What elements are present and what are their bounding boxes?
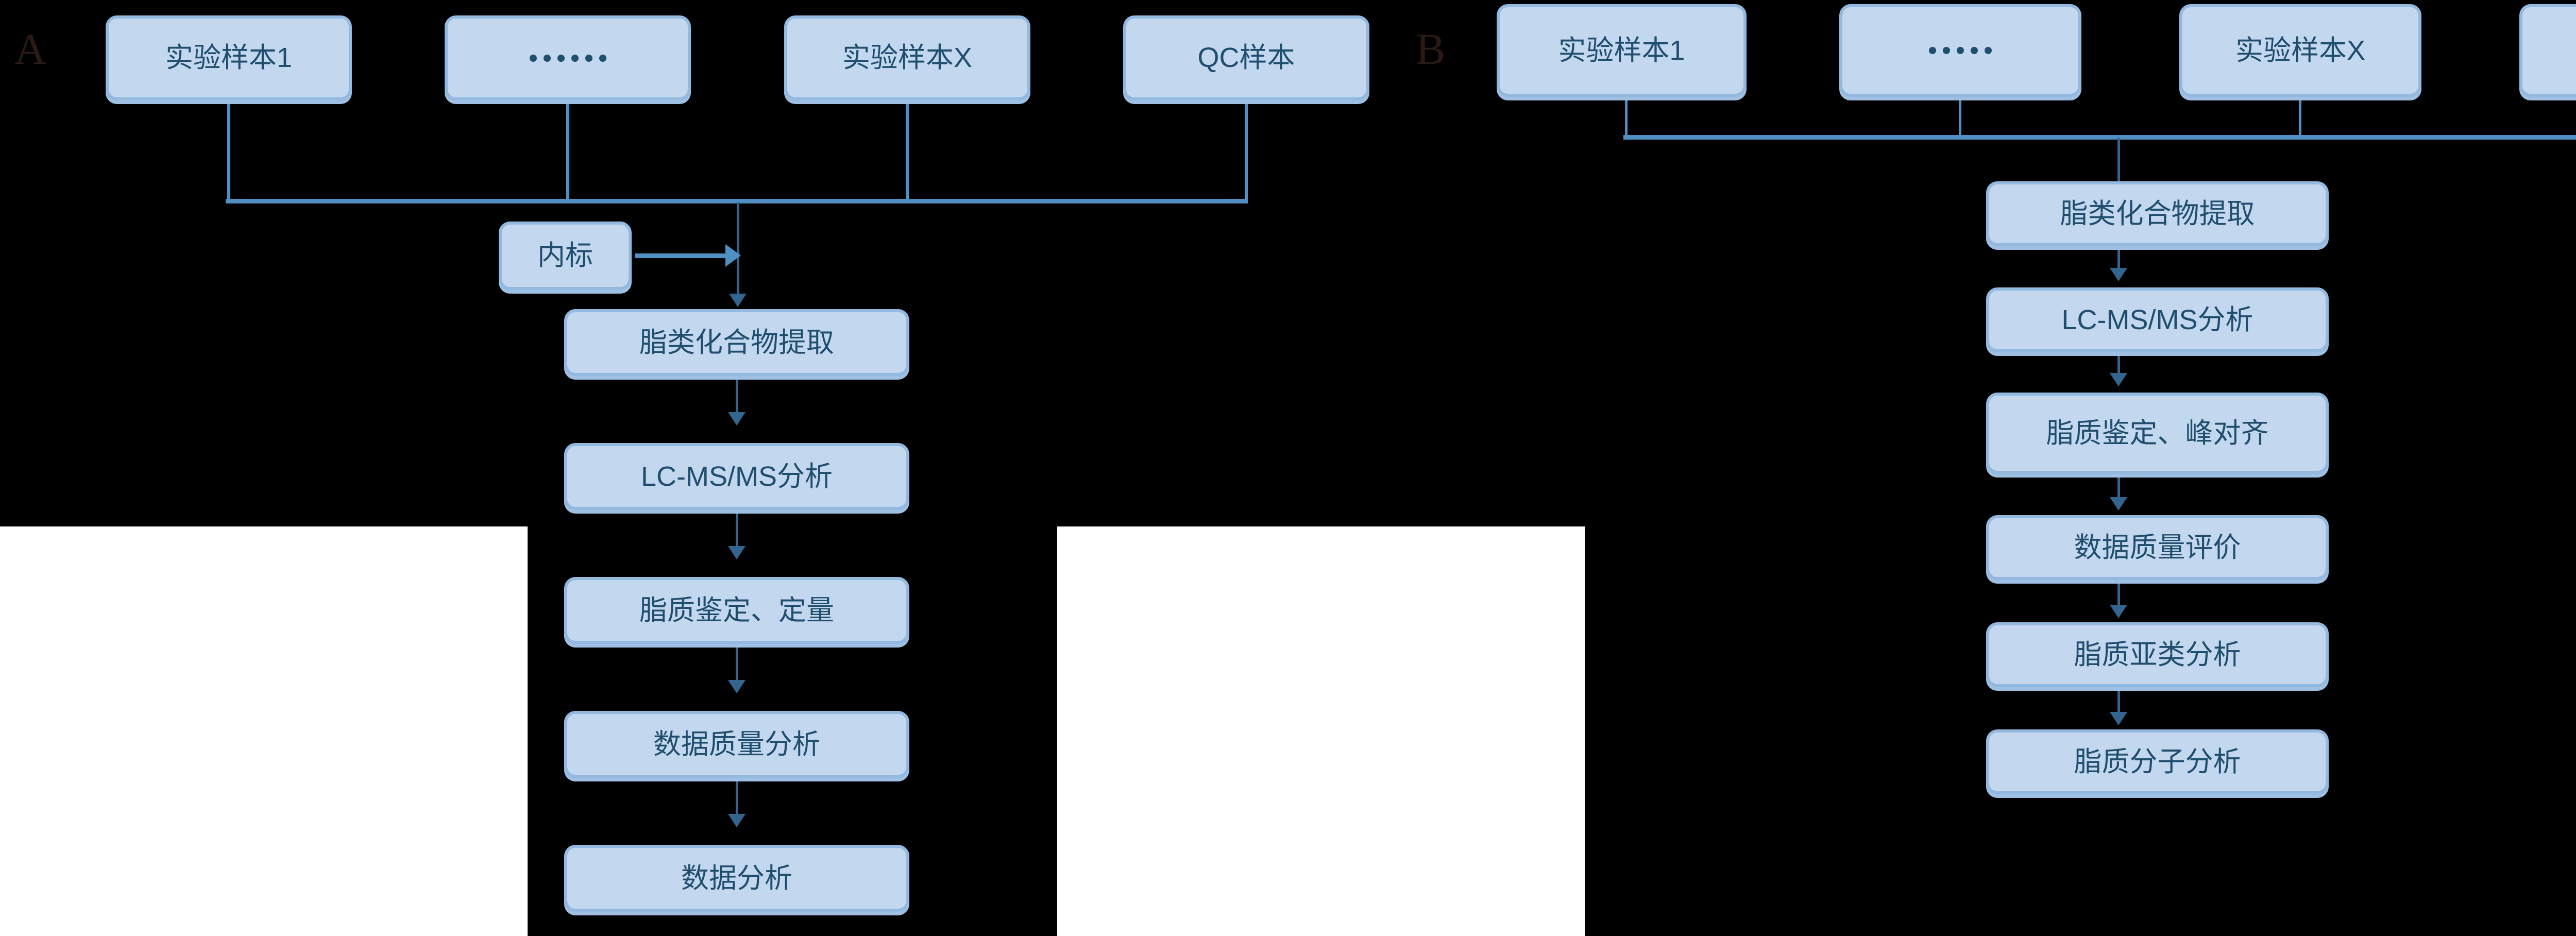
panel-a-sample-box-2[interactable] xyxy=(445,15,691,100)
panel-a-step-box-1[interactable]: 脂类化合物提取 xyxy=(564,309,909,376)
ellipsis-icon xyxy=(453,54,683,62)
panel-b-step-box-2[interactable]: LC-MS/MS分析 xyxy=(1986,287,2329,352)
panel-b-arrow-step-4-5 xyxy=(2110,605,2127,618)
panel-a-connector-drop-2 xyxy=(566,100,569,201)
panel-b-sample-box-3[interactable]: 实验样本X xyxy=(2179,4,2421,97)
ellipsis-icon xyxy=(1848,47,2073,54)
panel-b-arrow-step-1-2 xyxy=(2110,268,2127,281)
panel-a-sample-label-1: 实验样本1 xyxy=(165,42,293,74)
panel-b-connector-step-2-3 xyxy=(2117,356,2120,377)
panel-b-arrow-step-5-6 xyxy=(2110,712,2127,725)
panel-b-arrow-step-2-3 xyxy=(2110,373,2127,386)
panel-a-step-label-3: 脂质鉴定、定量 xyxy=(639,594,834,626)
panel-b-connector-step-3-4 xyxy=(2117,478,2120,501)
panel-b-sample-box-4[interactable]: QC样本 xyxy=(2519,4,2576,97)
panel-b-step-label-1: 脂类化合物提取 xyxy=(2060,198,2255,229)
panel-b-step-label-4: 数据质量评价 xyxy=(2074,532,2241,563)
background-patch-left xyxy=(0,526,528,936)
panel-b-sample-box-1[interactable]: 实验样本1 xyxy=(1497,4,1747,97)
panel-a-internal-standard-box[interactable]: 内标 xyxy=(499,222,632,290)
panel-b-step-box-3[interactable]: 脂质鉴定、峰对齐 xyxy=(1986,393,2329,474)
panel-a-step-box-2[interactable]: LC-MS/MS分析 xyxy=(564,443,909,510)
panel-b-connector-step-5-6 xyxy=(2117,691,2120,716)
panel-b-connector-step-4-5 xyxy=(2117,584,2120,608)
panel-a-arrow-internal-standard xyxy=(725,244,741,267)
panel-a-connector-step-2-3 xyxy=(736,514,738,550)
panel-a-sample-box-1[interactable]: 实验样本1 xyxy=(106,15,352,100)
panel-a-sample-box-4[interactable]: QC样本 xyxy=(1123,15,1369,100)
panel-b-arrow-step-3-4 xyxy=(2110,497,2127,510)
panel-b-sample-label-3: 实验样本X xyxy=(2235,35,2366,66)
panel-b-step-label-2: LC-MS/MS分析 xyxy=(2061,304,2253,335)
panel-b-sample-box-2[interactable] xyxy=(1839,4,2081,97)
panel-b-connector-bus-down xyxy=(2117,138,2120,183)
panel-a-connector-drop-4 xyxy=(1245,100,1248,201)
panel-b-step-box-6[interactable]: 脂质分子分析 xyxy=(1986,729,2329,794)
panel-letter-b: B xyxy=(1416,24,1446,74)
panel-b-connector-step-1-2 xyxy=(2117,250,2120,271)
panel-b-connector-drop-1 xyxy=(1625,97,1628,137)
panel-a-connector-bus xyxy=(226,199,1248,203)
panel-b-step-box-5[interactable]: 脂质亚类分析 xyxy=(1986,622,2329,687)
panel-a-connector-drop-3 xyxy=(906,100,909,201)
panel-letter-a: A xyxy=(14,24,47,74)
panel-a-step-label-5: 数据分析 xyxy=(681,862,792,894)
panel-b-connector-drop-2 xyxy=(1959,97,1961,137)
background-patch-middle xyxy=(1057,526,1585,936)
panel-b-step-label-3: 脂质鉴定、峰对齐 xyxy=(2046,417,2269,449)
panel-a-connector-step-4-5 xyxy=(736,781,738,818)
panel-b-connector-drop-3 xyxy=(2299,97,2301,137)
panel-b-sample-label-1: 实验样本1 xyxy=(1558,35,1685,66)
panel-b-step-box-1[interactable]: 脂类化合物提取 xyxy=(1986,181,2329,246)
panel-b-step-label-5: 脂质亚类分析 xyxy=(2074,639,2241,670)
panel-b-connector-bus xyxy=(1623,135,2576,140)
panel-a-sample-box-3[interactable]: 实验样本X xyxy=(784,15,1030,100)
panel-a-connector-internal-standard xyxy=(635,253,728,258)
panel-a-arrow-step-2-3 xyxy=(728,546,745,559)
panel-a-arrow-step-3-4 xyxy=(728,680,745,693)
panel-a-sample-label-3: 实验样本X xyxy=(842,42,973,74)
panel-b-step-box-4[interactable]: 数据质量评价 xyxy=(1986,515,2329,580)
panel-a-sample-label-4: QC样本 xyxy=(1197,42,1295,74)
panel-a-step-label-2: LC-MS/MS分析 xyxy=(640,461,833,492)
panel-a-arrow-step-4-5 xyxy=(728,814,745,827)
panel-a-step-box-4[interactable]: 数据质量分析 xyxy=(564,711,909,778)
panel-a-step-box-5[interactable]: 数据分析 xyxy=(564,845,909,912)
panel-a-step-label-1: 脂类化合物提取 xyxy=(639,327,834,358)
panel-a-connector-step-3-4 xyxy=(736,648,738,684)
panel-a-step-box-3[interactable]: 脂质鉴定、定量 xyxy=(564,577,909,644)
panel-a-internal-standard-label: 内标 xyxy=(537,240,593,271)
panel-a-connector-drop-1 xyxy=(227,100,230,201)
panel-a-connector-step-1-2 xyxy=(736,380,738,416)
panel-a-arrow-bus-down xyxy=(729,294,747,307)
panel-a-step-label-4: 数据质量分析 xyxy=(653,728,820,760)
panel-b-step-label-6: 脂质分子分析 xyxy=(2074,746,2241,777)
panel-b-sample-label-4: QC样本 xyxy=(2528,35,2576,66)
panel-a-arrow-step-1-2 xyxy=(728,412,745,426)
